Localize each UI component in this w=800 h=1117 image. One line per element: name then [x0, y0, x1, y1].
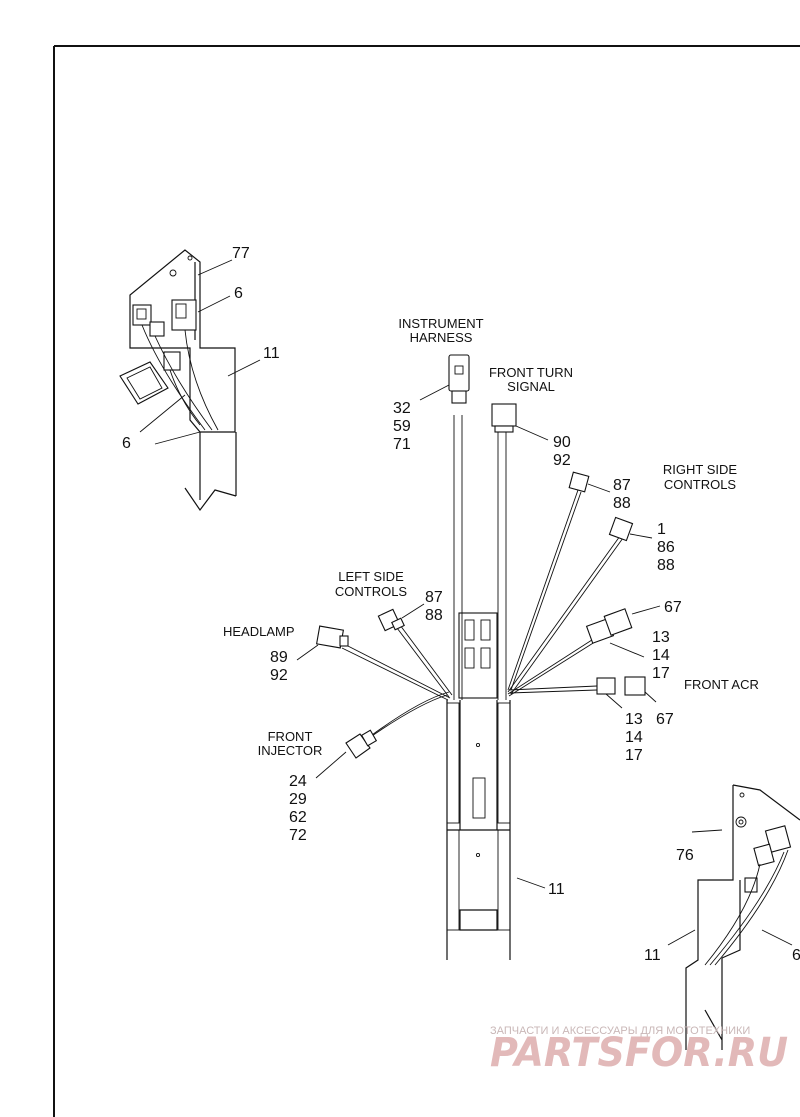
callout-right-17: 17	[652, 665, 670, 682]
label-instrument-harness-line2: HARNESS	[410, 330, 473, 345]
label-headlamp: HEADLAMP	[223, 624, 295, 639]
callout-right-88: 88	[613, 495, 631, 512]
callout-right-13: 13	[652, 629, 670, 646]
label-left-side-controls-line1: LEFT SIDE	[338, 569, 404, 584]
callout-inset-left-6b: 6	[122, 435, 131, 452]
label-left-side-controls-line2: CONTROLS	[335, 584, 408, 599]
page-frame	[53, 45, 800, 1117]
callout-acr-17: 17	[625, 747, 643, 764]
callout-inset-left-77: 77	[232, 245, 250, 262]
callout-turn-signal-2: 92	[553, 452, 571, 469]
left-side-branches	[296, 603, 453, 779]
callout-headlamp-92: 92	[270, 667, 288, 684]
callout-right-67: 67	[664, 599, 682, 616]
inset-left-detail	[119, 249, 261, 512]
callout-instrument-3: 71	[393, 436, 411, 453]
callout-right-86: 86	[657, 539, 675, 556]
callout-inset-left-11: 11	[263, 345, 280, 362]
instrument-harness-connector	[419, 354, 470, 404]
callout-right-1: 1	[657, 521, 666, 538]
label-right-side-controls-line2: CONTROLS	[664, 477, 737, 492]
label-front-turn-signal-line1: FRONT TURN	[489, 365, 573, 380]
label-front-injector-line1: FRONT	[268, 729, 313, 744]
inset-right-detail	[667, 784, 800, 1050]
callout-headlamp-89: 89	[270, 649, 288, 666]
callout-left-88: 88	[425, 607, 443, 624]
callout-left-87: 87	[425, 589, 443, 606]
callout-right-88b: 88	[657, 557, 675, 574]
callout-acr-67: 67	[656, 711, 674, 728]
callout-inset-right-76: 76	[676, 847, 694, 864]
callout-inset-right-6: 6	[792, 947, 800, 964]
callout-turn-signal-1: 90	[553, 434, 571, 451]
label-right-side-controls-line1: RIGHT SIDE	[663, 462, 737, 477]
callout-acr-14: 14	[625, 729, 643, 746]
callout-inset-left-6a: 6	[234, 285, 243, 302]
watermark-logo: PARTSFOR.RU	[490, 1030, 788, 1076]
label-front-turn-signal-line2: SIGNAL	[507, 379, 555, 394]
right-side-branches	[507, 471, 661, 709]
front-turn-signal-connector	[491, 403, 549, 441]
callout-injector-72: 72	[289, 827, 307, 844]
label-front-acr: FRONT ACR	[684, 677, 759, 692]
callout-acr-13: 13	[625, 711, 643, 728]
label-front-injector-line2: INJECTOR	[258, 743, 323, 758]
main-harness-frame	[446, 415, 546, 960]
callout-right-14: 14	[652, 647, 670, 664]
callout-inset-right-11: 11	[644, 947, 661, 964]
callout-instrument-1: 32	[393, 400, 411, 417]
callout-instrument-2: 59	[393, 418, 411, 435]
callout-injector-62: 62	[289, 809, 307, 826]
callout-right-87: 87	[613, 477, 631, 494]
callout-main-11: 11	[548, 881, 565, 898]
watermark-line1: ЗАПЧАСТИ И АКСЕССУАРЫ ДЛЯ МОТОТЕХНИКИ	[490, 1025, 750, 1037]
label-instrument-harness-line1: INSTRUMENT	[398, 316, 483, 331]
callout-injector-24: 24	[289, 773, 307, 790]
callout-injector-29: 29	[289, 791, 307, 808]
